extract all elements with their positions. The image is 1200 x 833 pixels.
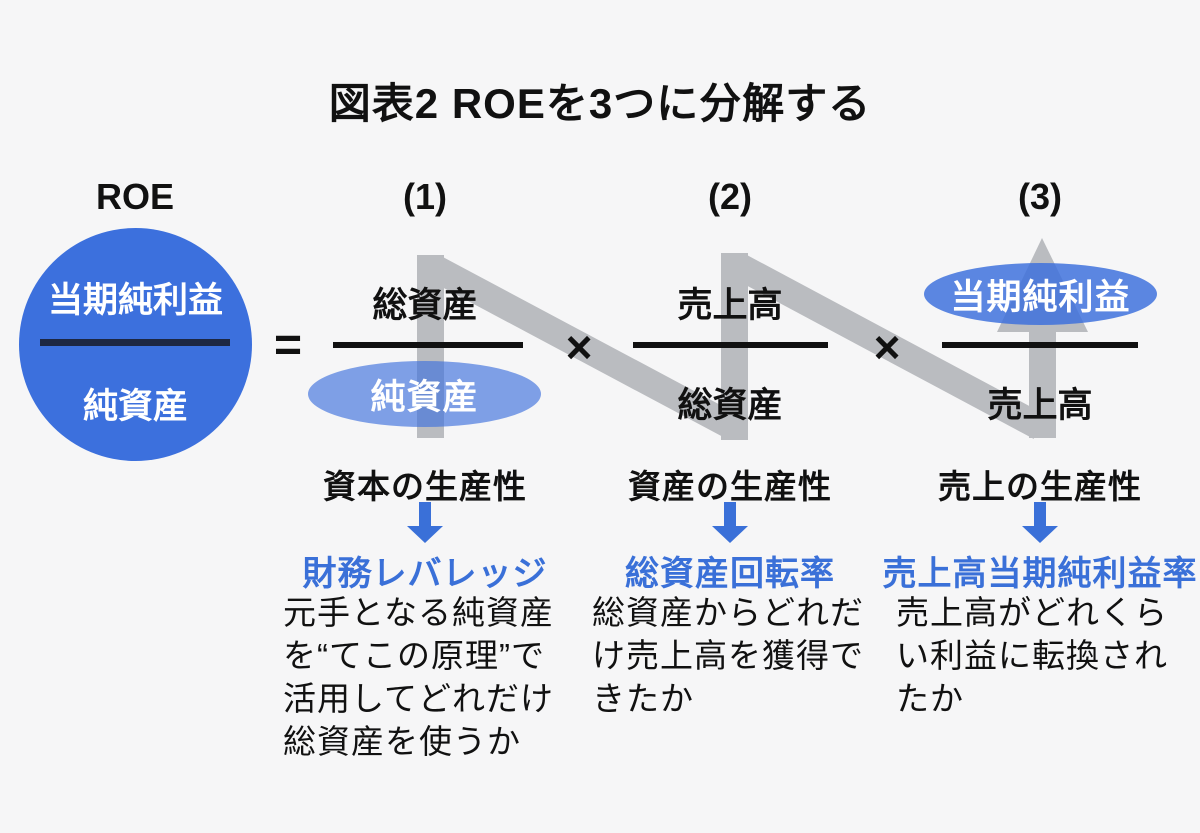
factor-1-index: (1) — [403, 176, 447, 217]
factor-3-index: (3) — [1018, 176, 1062, 217]
factor-3-numerator: 当期純利益 — [950, 277, 1131, 317]
factor-2-fraction-bar — [633, 342, 828, 348]
down-arrow-head — [712, 526, 748, 543]
down-arrow-icon — [712, 502, 748, 544]
factor-1-numerator: 総資産 — [372, 286, 478, 325]
multiply-sign-1: × — [565, 321, 593, 373]
down-arrow-head — [407, 526, 443, 543]
factor-3-denominator: 売上高 — [987, 386, 1093, 425]
factor-1-term: 財務レバレッジ — [302, 555, 548, 593]
factor-3-category: 売上の生産性 — [938, 468, 1142, 505]
roe-fraction-bar — [40, 339, 230, 346]
factor-3-term: 売上高当期純利益率 — [882, 555, 1198, 593]
down-arrow-icon — [407, 502, 443, 544]
factor-2-denominator: 総資産 — [677, 386, 783, 425]
factor-3-numerator-ellipse: 当期純利益 — [924, 263, 1157, 325]
factor-2-index: (2) — [708, 176, 752, 217]
factor-1-description: 元手となる純資産 を“てこの原理”で 活用してどれだけ 総資産を使うか — [283, 594, 555, 760]
down-arrow-icon — [1022, 502, 1058, 544]
factor-2-description: 総資産からどれだ け売上高を獲得で きたか — [592, 594, 864, 717]
figure-title: 図表2 ROEを3つに分解する — [328, 80, 872, 127]
gray-diagonal-band-2 — [730, 253, 1047, 439]
factor-2-numerator: 売上高 — [677, 286, 783, 325]
roe-fraction-circle: 当期純利益 純資産 — [19, 228, 252, 461]
equals-sign: = — [273, 319, 303, 372]
roe-label: ROE — [95, 176, 174, 217]
multiply-sign-2: × — [873, 321, 901, 373]
roe-numerator: 当期純利益 — [47, 281, 223, 320]
factor-2-category: 資産の生産性 — [628, 468, 832, 505]
roe-denominator: 純資産 — [82, 387, 188, 426]
factor-1-fraction-bar — [333, 342, 523, 348]
factor-2-term: 総資産回転率 — [625, 555, 835, 593]
factor-3-description: 売上高がどれくら い利益に転換され たか — [896, 594, 1168, 717]
down-arrow-stem — [724, 502, 736, 526]
factor-3-fraction-bar — [942, 342, 1138, 348]
down-arrow-stem — [419, 502, 431, 526]
factor-1-category: 資本の生産性 — [323, 468, 527, 505]
factor-1-denominator-ellipse: 純資産 — [308, 361, 541, 427]
gray-diagonal-band-1 — [426, 255, 740, 439]
down-arrow-head — [1022, 526, 1058, 543]
down-arrow-stem — [1034, 502, 1046, 526]
factor-1-denominator: 純資産 — [370, 377, 479, 417]
